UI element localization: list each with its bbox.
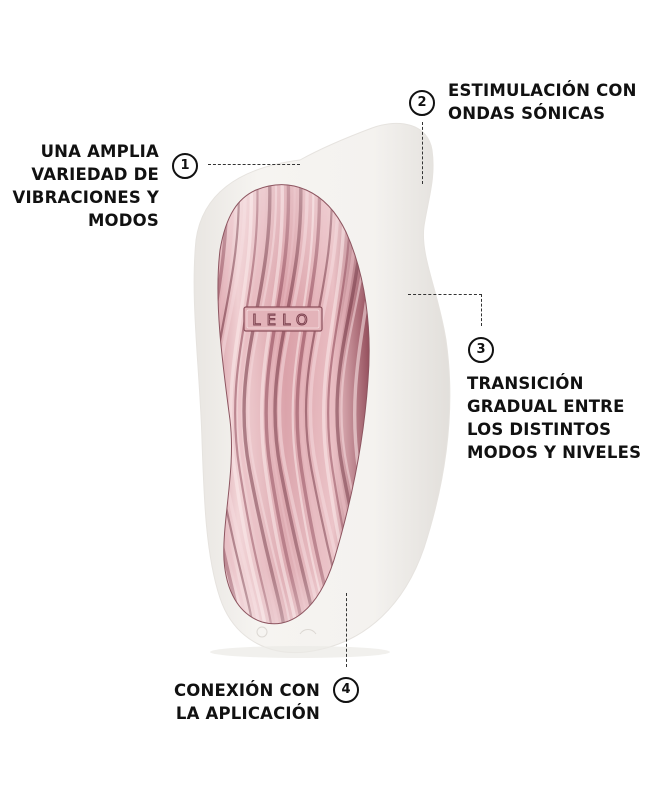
callout-4-number-badge: 4 xyxy=(333,677,359,703)
callout-1-number-badge: 1 xyxy=(172,153,198,179)
callout-3-line: TRANSICIÓN xyxy=(467,374,584,393)
callout-2-leader-line xyxy=(422,122,423,184)
callout-1-line: VARIEDAD DE xyxy=(31,165,159,184)
callout-3-line: GRADUAL ENTRE xyxy=(467,397,625,416)
callout-2-line: ESTIMULACIÓN CON xyxy=(448,81,637,100)
callout-3-number-badge: 3 xyxy=(468,337,494,363)
callout-2-line: ONDAS SÓNICAS xyxy=(448,104,606,123)
callout-1-line: UNA AMPLIA xyxy=(40,142,159,161)
callout-4-text: CONEXIÓN CON LA APLICACIÓN xyxy=(174,679,320,725)
callout-1-text: UNA AMPLIA VARIEDAD DE VIBRACIONES Y MOD… xyxy=(13,140,160,232)
callout-3-leader-line-h xyxy=(408,294,482,295)
callout-1-line: MODOS xyxy=(87,211,159,230)
lelo-logo: LELO xyxy=(243,306,323,332)
callout-1-leader-line xyxy=(208,164,300,165)
callout-1-line: VIBRACIONES Y xyxy=(12,188,159,207)
callout-4-leader-line xyxy=(346,593,347,667)
control-buttons xyxy=(256,626,317,638)
callout-3-leader-line-v xyxy=(481,294,482,326)
callout-2-number-badge: 2 xyxy=(409,90,435,116)
callout-4-line: LA APLICACIÓN xyxy=(175,704,320,723)
svg-text:LELO: LELO xyxy=(252,311,313,329)
callout-3-line: LOS DISTINTOS xyxy=(467,420,612,439)
callout-3-line: MODOS Y NIVELES xyxy=(467,443,642,462)
callout-3-text: TRANSICIÓN GRADUAL ENTRE LOS DISTINTOS M… xyxy=(467,372,641,464)
callout-2-text: ESTIMULACIÓN CON ONDAS SÓNICAS xyxy=(448,79,637,125)
metallic-panel xyxy=(217,184,370,624)
callout-4-line: CONEXIÓN CON xyxy=(173,681,320,700)
